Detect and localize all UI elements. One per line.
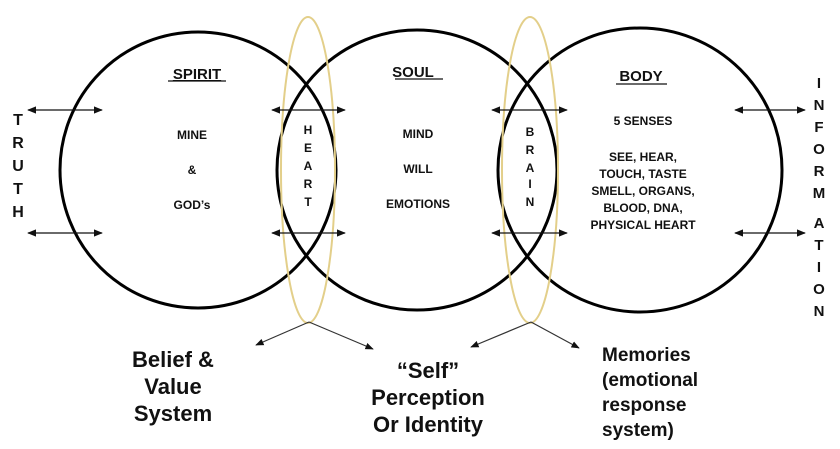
self-outcome: “Self” Perception Or Identity [371, 358, 485, 437]
self-line: Perception [371, 385, 485, 410]
arrow-icon [308, 321, 374, 350]
soul-section: SOUL MIND WILL EMOTIONS [386, 64, 450, 211]
belief-outcome: Belief & Value System [132, 347, 214, 426]
spirit-line: MINE [177, 128, 207, 142]
memories-line: Memories [602, 345, 691, 366]
brain-label: B R A I N [526, 125, 535, 209]
information-letter: F [814, 119, 823, 136]
information-letter: M [813, 185, 826, 202]
brain-letter: I [528, 177, 531, 191]
truth-letter: T [13, 112, 23, 129]
information-letter: N [814, 97, 825, 114]
self-line: Or Identity [373, 412, 484, 437]
information-letter: O [813, 281, 825, 298]
belief-line: Value [144, 374, 201, 399]
brain-letter: A [526, 161, 535, 175]
information-label: I N F O R M A T I O N [813, 75, 826, 320]
arrow-icon [530, 321, 580, 349]
spirit-title: SPIRIT [173, 66, 221, 83]
soul-line: WILL [403, 162, 432, 176]
heart-label: H E A R T [304, 123, 313, 209]
spirit-section: SPIRIT MINE & GOD’s [168, 66, 226, 212]
body-line: TOUCH, TASTE [599, 167, 687, 181]
memories-outcome: Memories (emotional response system) [602, 345, 698, 441]
belief-line: System [134, 401, 212, 426]
information-letter: O [813, 141, 825, 158]
body-circle [496, 26, 784, 314]
soul-line: MIND [403, 127, 434, 141]
outcome-arrows [255, 321, 580, 350]
truth-label: T R U T H [12, 112, 24, 221]
arrow-icon [255, 321, 310, 346]
soul-title: SOUL [392, 64, 434, 81]
information-letter: I [817, 75, 821, 92]
heart-letter: A [304, 159, 313, 173]
truth-letter: T [13, 181, 23, 198]
self-line: “Self” [397, 358, 459, 383]
body-line: SEE, HEAR, [609, 150, 677, 164]
soul-line: EMOTIONS [386, 197, 450, 211]
truth-letter: U [12, 158, 24, 175]
body-line: SMELL, ORGANS, [591, 184, 694, 198]
information-letter: N [814, 303, 825, 320]
body-line: BLOOD, DNA, [603, 201, 682, 215]
memories-line: (emotional [602, 370, 698, 391]
memories-line: response [602, 395, 686, 416]
information-letter: R [814, 163, 825, 180]
spirit-line: GOD’s [174, 198, 211, 212]
heart-letter: H [304, 123, 313, 137]
memories-line: system) [602, 420, 674, 441]
brain-letter: R [526, 143, 535, 157]
spirit-line: & [188, 163, 197, 177]
heart-letter: R [304, 177, 313, 191]
brain-letter: B [526, 125, 535, 139]
body-title: BODY [619, 68, 662, 85]
heart-letter: T [304, 195, 312, 209]
information-letter: T [814, 237, 823, 254]
brain-letter: N [526, 195, 535, 209]
body-section: BODY 5 SENSES SEE, HEAR, TOUCH, TASTE SM… [590, 68, 696, 232]
body-line: PHYSICAL HEART [590, 218, 696, 232]
information-letter: A [814, 215, 825, 232]
double-arrows [27, 106, 806, 237]
truth-letter: R [12, 135, 24, 152]
belief-line: Belief & [132, 347, 214, 372]
information-letter: I [817, 259, 821, 276]
body-subtitle: 5 SENSES [614, 114, 673, 128]
arrow-icon [470, 321, 532, 348]
truth-letter: H [12, 204, 24, 221]
heart-letter: E [304, 141, 312, 155]
